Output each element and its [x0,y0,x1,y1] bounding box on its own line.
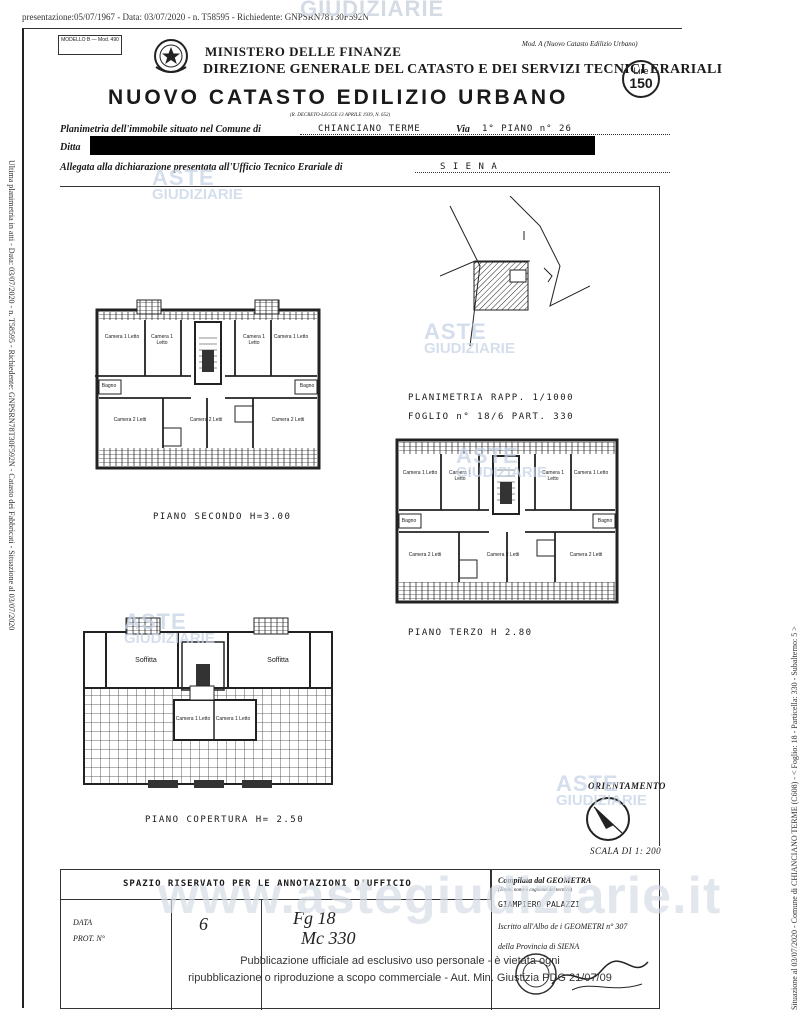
side-info-left: Ultima planimetria in atti - Data: 03/07… [7,160,16,631]
compiler-name: GIAMPIERO PALAZZI [498,900,580,909]
office-box-title: SPAZIO RISERVATO PER LE ANNOTAZIONI D'UF… [123,879,412,889]
ditta-label: Ditta [60,142,81,153]
direzione-name: DIREZIONE GENERALE DEL CATASTO E DEI SER… [203,62,723,77]
document-title: NUOVO CATASTO EDILIZIO URBANO [108,86,569,109]
room-label: Camera 1 Letto [449,470,471,482]
room-label: Camera 1 Letto [104,334,140,340]
label-piano-terzo: PIANO TERZO H 2.80 [408,628,533,638]
north-arrow-icon [586,797,630,841]
room-label: Bagno [401,518,417,524]
room-label: Bagno [597,518,613,524]
floor-plan-piano-terzo [395,438,619,604]
footer-line-2: ripubblicazione o riproduzione a scopo c… [188,972,612,984]
submission-info: presentazione:05/07/1967 - Data: 03/07/2… [22,12,369,22]
republic-emblem-icon [154,39,188,73]
data-label: DATA [73,918,93,927]
scale-label: SCALA DI 1: 200 [590,846,662,856]
lire-label: Lire [633,66,649,76]
planimetria-label: Planimetria dell'immobile situato nel Co… [60,124,261,135]
room-label: Camera 1 Letto [542,470,564,482]
comune-value: CHIANCIANO TERME [318,124,421,134]
footer-notice: Pubblicazione ufficiale ad esclusivo uso… [0,953,800,987]
room-label: Camera 1 Letto [573,470,609,476]
url-watermark: www.astegiudiziarie.it [158,867,722,925]
room-label: Camera 1 Letto [402,470,438,476]
top-watermark: GIUDIZIARIE [300,0,445,21]
lire-value: 150 [629,75,653,91]
room-label: Camera 1 Letto [273,334,309,340]
signature-stamp [515,953,649,995]
room-label: Camera 1 Letto [243,334,265,346]
room-label: Camera 2 Letti [569,552,603,558]
room-label: Camera 2 Letti [189,417,223,423]
albo-registration: Iscritto all'Albo de i GEOMETRI n° 307 [498,922,628,931]
ministry-name: MINISTERO DELLE FINANZE [205,44,402,59]
redacted-owner [90,136,595,155]
drawing-frame [60,186,660,846]
office-box-divider [171,900,172,1010]
via-value: 1° PIANO n° 26 [482,124,572,134]
site-plan-foglio: FOGLIO n° 18/6 PART. 330 [408,412,575,422]
room-label: Camera 1 Letto [151,334,173,346]
label-piano-copertura: PIANO COPERTURA H= 2.50 [145,815,305,825]
document-sheet [22,28,682,1008]
stamp-lire: Lire 150 [622,60,660,98]
room-label: Soffitta [267,657,289,664]
compiler-section: Compilata dal GEOMETRA (Titolo, nome e c… [491,870,661,1010]
floor-plan-piano-secondo [95,299,321,470]
floor-plan-piano-copertura [83,617,333,788]
office-box-header: SPAZIO RISERVATO PER LE ANNOTAZIONI D'UF… [61,870,491,900]
office-annotation-box: SPAZIO RISERVATO PER LE ANNOTAZIONI D'UF… [60,869,661,1010]
via-label: Via [456,124,470,135]
decree-reference: (R. DECRETO-LEGGE 13 APRILE 1939, N. 652… [290,113,391,118]
room-label: Bagno [101,383,117,389]
handwritten-foglio: Fg 18 [293,908,336,928]
footer-line-1: Pubblicazione ufficiale ad esclusivo uso… [240,955,560,967]
room-label: Camera 2 Letti [408,552,442,558]
handwritten-particella: Mc 330 [301,928,356,948]
room-label: Bagno [299,383,315,389]
compilata-note: (Titolo, nome e cognome del tecnico) [498,888,573,893]
room-label: Camera 2 Letti [486,552,520,558]
site-plan-scale: PLANIMETRIA RAPP. 1/1000 [408,393,575,403]
allegata-label: Allegata alla dichiarazione presentata a… [60,162,343,173]
room-label: Camera 2 Letti [271,417,305,423]
office-box-divider [261,900,262,1010]
compilata-label: Compilata dal GEOMETRA [498,876,592,885]
room-label: Camera 1 Letto [215,716,251,722]
provincia-label: della Provincia di SIENA [498,942,580,951]
room-label: Camera 2 Letti [113,417,147,423]
ufficio-value: S I E N A [440,162,498,172]
site-plan-drawing [440,196,590,346]
mod-a-label: Mod. A (Nuovo Catasto Edilizio Urbano) [522,40,638,48]
room-label: Soffitta [135,657,157,664]
handwritten-number: 6 [199,914,208,934]
room-label: Camera 1 Letto [175,716,211,722]
label-piano-secondo: PIANO SECONDO H=3.00 [153,512,292,522]
ufficio-dotline [415,172,670,173]
model-box: MODELLO B — Mod. 490 [58,35,122,55]
orientamento-label: ORIENTAMENTO [588,781,666,791]
comune-dotline [300,134,670,135]
prot-label: PROT. N° [73,934,105,943]
